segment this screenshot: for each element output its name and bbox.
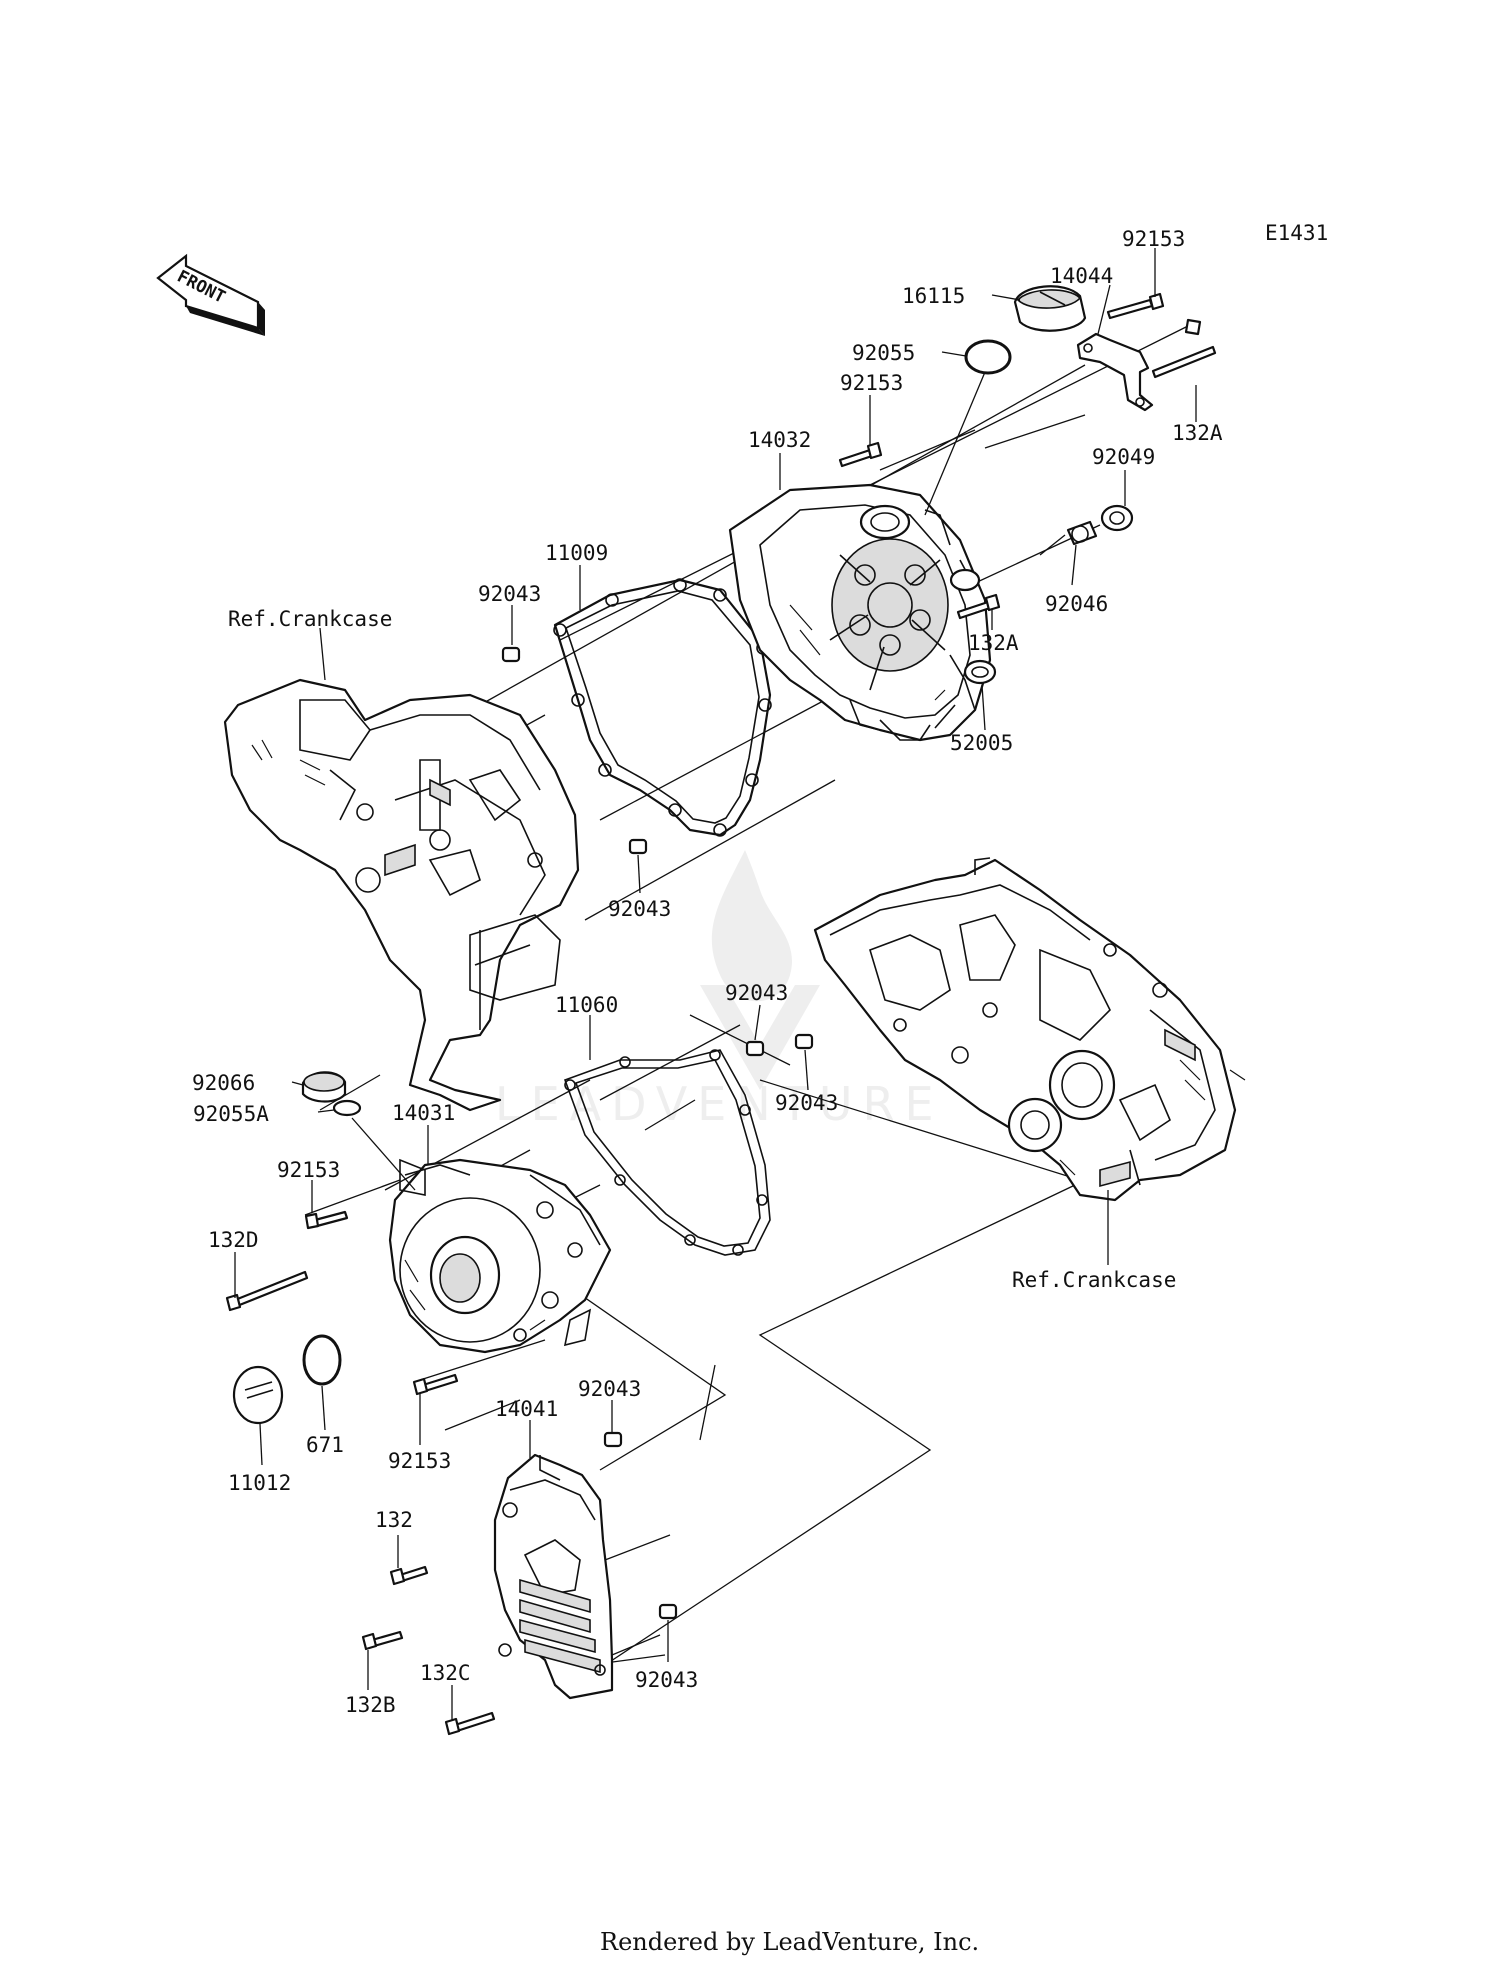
label-92043-b: 92043 (608, 897, 671, 921)
bolt-132C (444, 1711, 496, 1736)
part-labels: 92153 16115 14044 92055 92153 132A 14032… (192, 227, 1223, 1717)
bolt-92153-gen-b (412, 1373, 459, 1396)
label-92043-c: 92043 (725, 981, 788, 1005)
dowel-pin-92043-c (745, 1040, 765, 1057)
label-132A-top: 132A (1172, 421, 1223, 445)
label-92046: 92046 (1045, 592, 1108, 616)
front-arrow-icon: FRONT (156, 253, 265, 336)
seal-52005 (963, 659, 997, 685)
bolt-132A-mid (956, 593, 1001, 620)
label-92055A: 92055A (193, 1102, 269, 1126)
dowel-pin-92043-b (628, 838, 648, 855)
label-92043-e: 92043 (578, 1377, 641, 1401)
label-92153-top: 92153 (1122, 227, 1185, 251)
o-ring-92055 (924, 339, 1012, 516)
bolt-132A-top (1151, 318, 1217, 379)
o-ring-671 (302, 1334, 342, 1386)
label-92055: 92055 (852, 341, 915, 365)
gasket-11060 (563, 1049, 771, 1256)
label-92066: 92066 (192, 1071, 255, 1095)
label-92153-gen-a: 92153 (277, 1158, 340, 1182)
label-132C: 132C (420, 1661, 471, 1685)
bolt-132D (225, 1270, 309, 1312)
sprocket-cover-14041 (493, 1453, 614, 1700)
bolt-92153-gen-a (304, 1210, 349, 1230)
label-14032: 14032 (748, 428, 811, 452)
label-92049: 92049 (1092, 445, 1155, 469)
label-92153-gen-b: 92153 (388, 1449, 451, 1473)
label-132D: 132D (208, 1228, 259, 1252)
bolt-132 (389, 1565, 429, 1586)
label-14041: 14041 (495, 1397, 558, 1421)
dowel-pin-92043-e (603, 1431, 623, 1448)
dowel-pin-92043-d (794, 1033, 814, 1050)
label-11009: 11009 (545, 541, 608, 565)
label-ref-crankcase-lower: Ref.Crankcase (1012, 1268, 1176, 1292)
label-52005: 52005 (950, 731, 1013, 755)
label-14031: 14031 (392, 1101, 455, 1125)
watermark-text: LEADVENTURE (495, 1077, 944, 1131)
bolt-132B (361, 1630, 404, 1651)
clutch-cover-14032 (728, 483, 992, 742)
label-leaders (234, 248, 1197, 1720)
watermark: LEADVENTURE (495, 850, 944, 1131)
gasket-11009 (553, 578, 772, 837)
label-92043-f: 92043 (635, 1668, 698, 1692)
label-132: 132 (375, 1508, 413, 1532)
label-11012: 11012 (228, 1471, 291, 1495)
label-11060: 11060 (555, 993, 618, 1017)
bracket-14044 (1076, 332, 1154, 412)
label-ref-crankcase-upper: Ref.Crankcase (228, 607, 392, 631)
label-14044: 14044 (1050, 264, 1113, 288)
collar-92046 (1066, 520, 1098, 546)
bolt-92153-mid (838, 441, 883, 468)
label-132A-mid: 132A (968, 631, 1019, 655)
label-671: 671 (306, 1433, 344, 1457)
dowel-pin-92043-a (501, 646, 521, 663)
bolt-92153-top (1106, 292, 1165, 320)
cap-92066 (301, 1071, 347, 1103)
footer-credit: Rendered by LeadVenture, Inc. (600, 1928, 979, 1956)
crankcase-upper-ref (223, 678, 580, 1112)
seal-92049 (1100, 504, 1134, 532)
oil-filler-cap-16115 (1013, 285, 1087, 332)
dowel-pin-92043-f (658, 1603, 678, 1620)
label-92153-mid: 92153 (840, 371, 903, 395)
label-92043-d: 92043 (775, 1091, 838, 1115)
crankcase-lower-ref (813, 857, 1246, 1202)
generator-cover-14031 (388, 1158, 612, 1354)
plug-11012 (232, 1365, 284, 1425)
label-132B: 132B (345, 1693, 396, 1717)
label-16115: 16115 (902, 284, 965, 308)
label-92043-a: 92043 (478, 582, 541, 606)
diagram-code: E1431 (1265, 221, 1328, 245)
o-ring-92055A (332, 1099, 416, 1191)
